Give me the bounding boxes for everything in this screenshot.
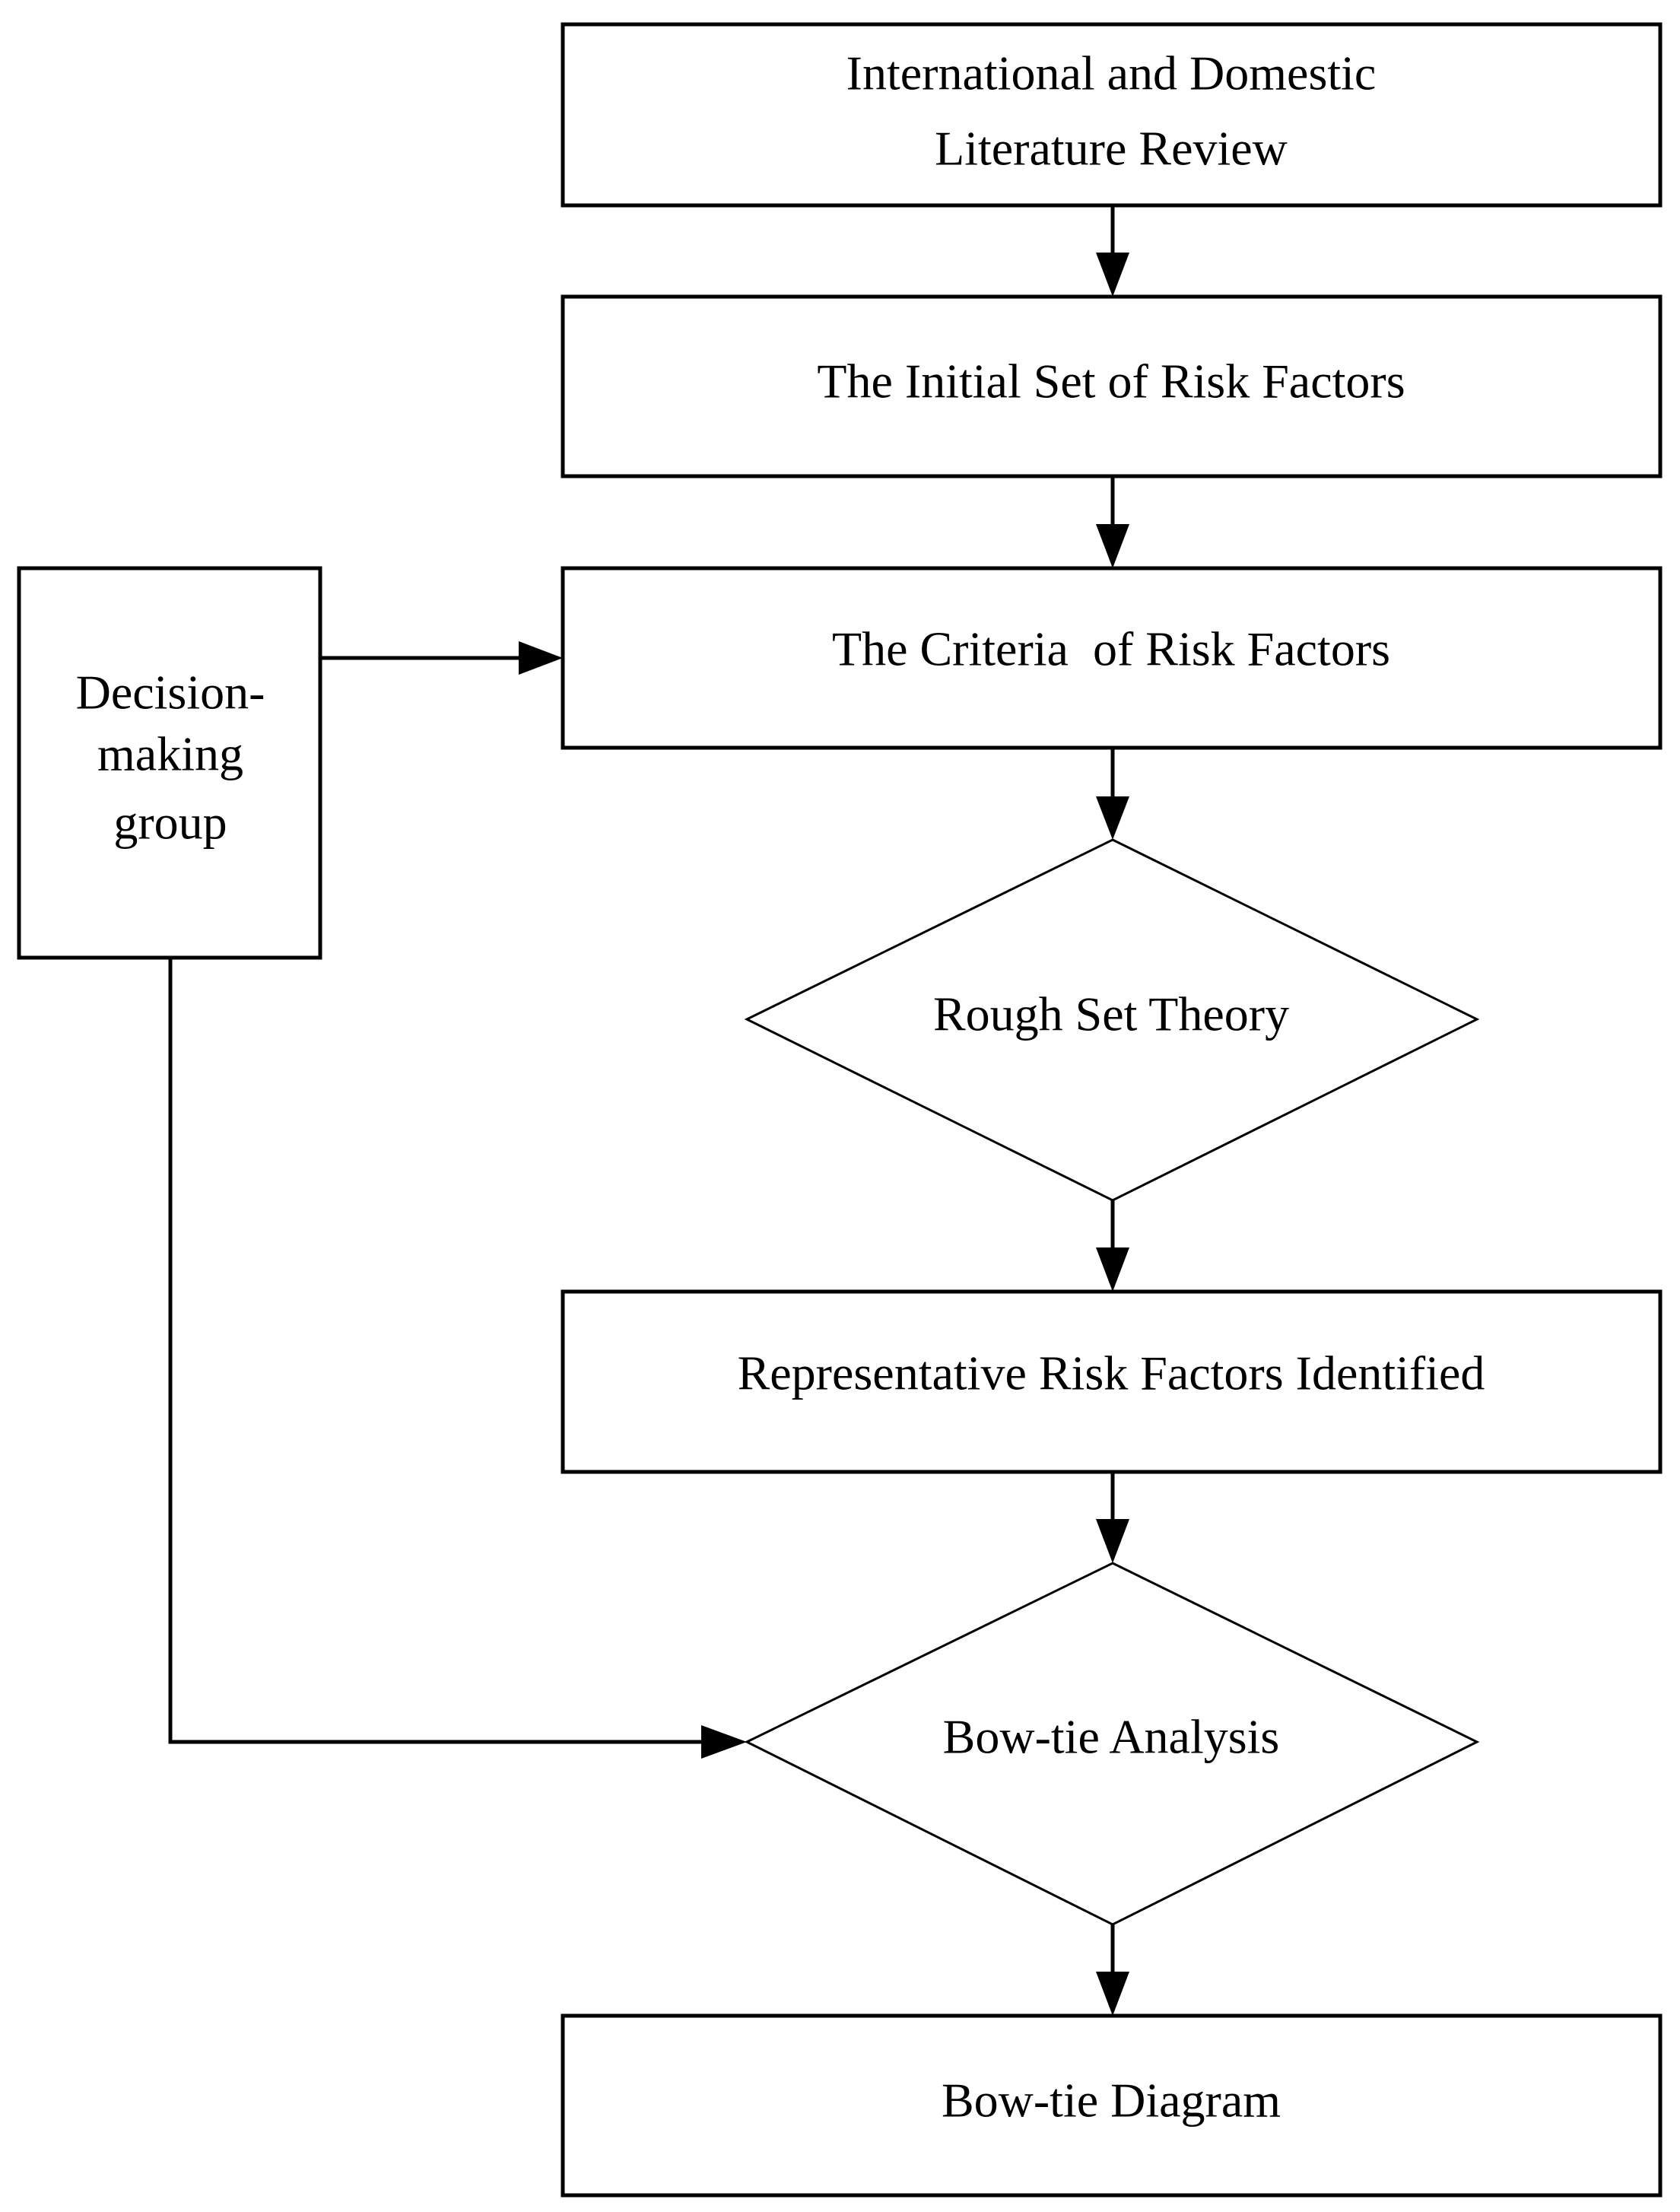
arrow-representative-to-bowtie-analysis <box>1096 1472 1129 1563</box>
arrowhead <box>1096 524 1129 568</box>
arrowhead <box>1096 253 1129 297</box>
arrowhead <box>1096 1519 1129 1563</box>
node-decision-group-line2: making <box>97 727 243 781</box>
node-criteria-label: The Criteria of Risk Factors <box>832 622 1390 676</box>
arrow-rough-set-to-representative <box>1096 1200 1129 1292</box>
node-bowtie-diagram: Bow-tie Diagram <box>561 2013 1663 2198</box>
node-decision-group-line3: group <box>113 796 227 850</box>
node-criteria: The Criteria of Risk Factors <box>561 566 1663 750</box>
arrowhead <box>701 1725 747 1759</box>
node-decision-group: Decision- making group <box>17 566 322 960</box>
node-representative: Representative Risk Factors Identified <box>561 1289 1663 1474</box>
node-bowtie-diagram-label: Bow-tie Diagram <box>942 2074 1281 2128</box>
arrowhead <box>1096 1247 1129 1292</box>
decision-bowtie-analysis-label: Bow-tie Analysis <box>943 1710 1280 1764</box>
node-literature-review-line1: International and Domestic <box>846 46 1377 100</box>
arrow-decision-group-to-criteria <box>320 641 563 675</box>
arrow-criteria-to-rough-set <box>1096 748 1129 840</box>
node-literature-review: International and Domestic Literature Re… <box>561 22 1663 208</box>
arrow-literature-to-initial <box>1096 205 1129 297</box>
decision-bowtie-analysis: Bow-tie Analysis <box>744 1562 1480 1926</box>
node-literature-review-line2: Literature Review <box>935 122 1288 176</box>
arrowhead <box>1096 796 1129 840</box>
decision-rough-set-label: Rough Set Theory <box>933 987 1289 1041</box>
arrow-decision-group-to-bowtie-analysis <box>168 958 747 1759</box>
arrowhead <box>519 641 563 675</box>
node-representative-label: Representative Risk Factors Identified <box>738 1346 1485 1400</box>
arrow-initial-to-criteria <box>1096 476 1129 568</box>
node-decision-group-line1: Decision- <box>76 666 265 720</box>
arrow-bowtie-analysis-to-diagram <box>1096 1924 1129 2016</box>
node-initial-set-label: The Initial Set of Risk Factors <box>817 354 1405 408</box>
arrowhead <box>1096 1972 1129 2016</box>
node-initial-set: The Initial Set of Risk Factors <box>561 294 1663 478</box>
decision-rough-set: Rough Set Theory <box>744 838 1480 1202</box>
